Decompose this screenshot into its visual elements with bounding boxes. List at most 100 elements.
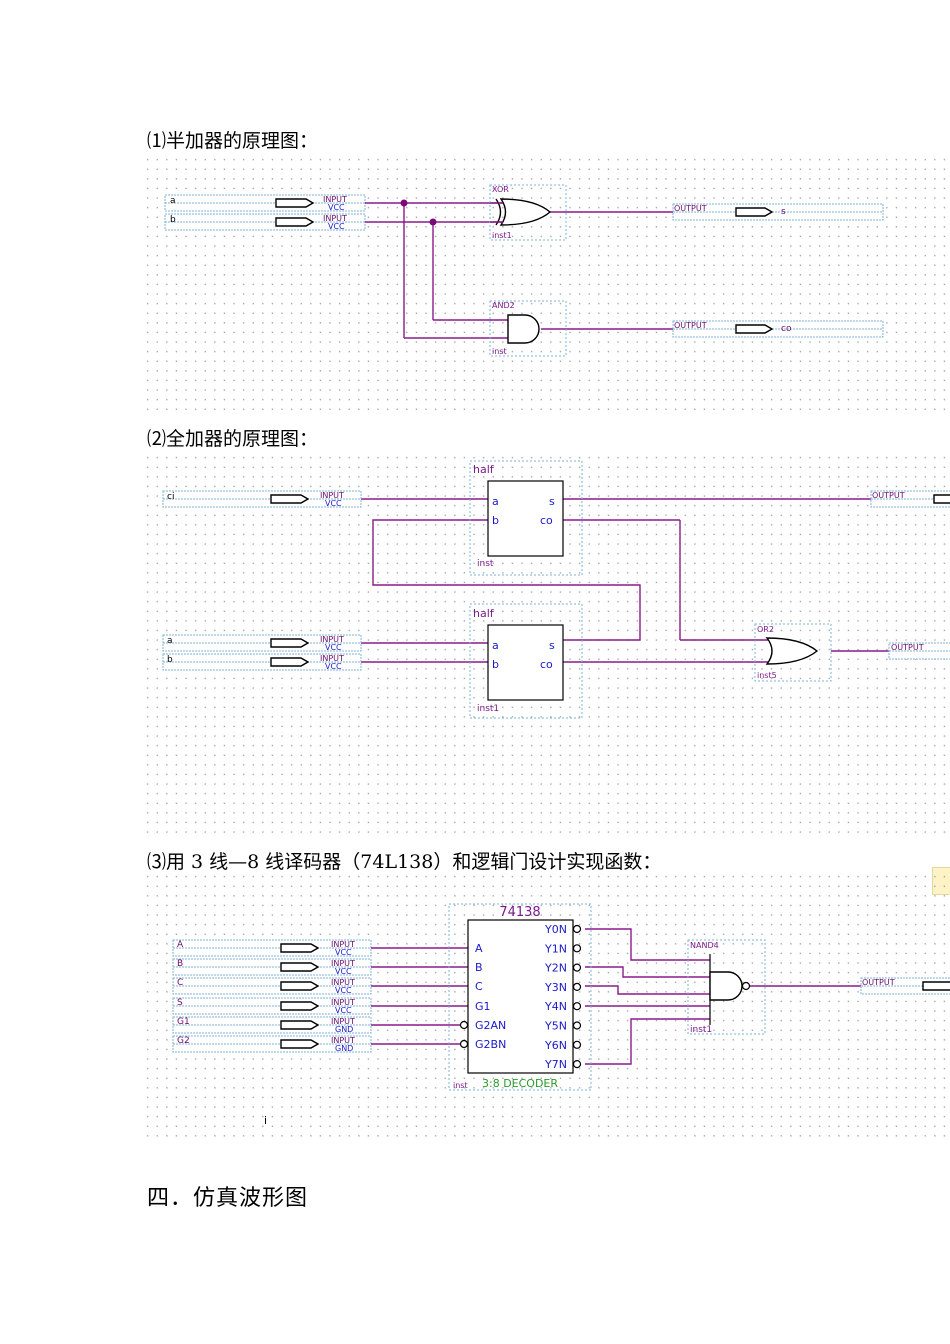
or-gate-type: OR2: [757, 625, 774, 634]
output-s-full-tag: OUTPUT: [872, 491, 905, 500]
half-bottom-pin-s: s: [549, 639, 555, 652]
decoder-pin-y6n: Y6N: [544, 1039, 567, 1052]
input-ci-vcc: VCC: [325, 499, 342, 508]
input-a-name: A: [177, 940, 184, 950]
nand-gate-inst: inst1: [690, 1025, 712, 1035]
input-a-tag: INPUT: [331, 940, 355, 949]
xor-gate[interactable]: XOR inst1: [489, 184, 567, 241]
heading-decoder-function: ⑶用 3 线—8 线译码器（74L138）和逻辑门设计实现函数：: [147, 851, 662, 873]
output-co-full-tag: OUTPUT: [891, 643, 924, 652]
input-b-full-tag: INPUT: [320, 654, 344, 663]
nand4-gate[interactable]: NAND4 inst1: [687, 939, 766, 1035]
xor-gate-type: XOR: [492, 185, 509, 194]
inversion-bubble: [459, 1020, 469, 1030]
decoder-pin-y2n: Y2N: [544, 962, 567, 975]
input-pin-a[interactable]: a INPUT VCC: [164, 194, 366, 212]
output-pin-function[interactable]: OUTPUT: [860, 977, 950, 995]
output-pin-s-full[interactable]: OUTPUT: [870, 490, 950, 508]
input-s-tag: INPUT: [331, 998, 355, 1007]
input-b-supply: VCC: [335, 967, 352, 976]
inversion-bubble: [572, 982, 582, 992]
heading-simulation-waveform: 四．仿真波形图: [147, 1186, 309, 1211]
half-block-bottom-title: half: [473, 607, 495, 620]
input-a-supply: VCC: [335, 948, 352, 957]
decoder-pin-y0n: Y0N: [544, 923, 567, 936]
decoder-pin-a: A: [475, 942, 483, 955]
full-adder-schematic: ci INPUT VCC a INPUT VCC b INPUT VCC hal…: [143, 453, 950, 835]
decoder-pin-y4n: Y4N: [544, 1000, 567, 1013]
output-pin-co[interactable]: OUTPUT co: [672, 320, 884, 338]
decoder-pin-c: C: [475, 980, 483, 993]
input-g2-tag: INPUT: [331, 1036, 355, 1045]
half-adder-block-inst[interactable]: half a b s co inst: [469, 460, 583, 576]
decoder-pin-y3n: Y3N: [544, 981, 567, 994]
input-g2-name: G2: [177, 1036, 190, 1046]
junction-a: [400, 199, 408, 207]
input-ci-name: ci: [167, 492, 174, 502]
input-a-full-vcc: VCC: [325, 643, 342, 652]
decoder-title: 74138: [499, 905, 540, 920]
output-s-tag: OUTPUT: [674, 204, 707, 213]
input-pin-a-full[interactable]: a INPUT VCC: [162, 634, 362, 652]
input-g2-supply: GND: [335, 1044, 353, 1053]
and-gate-inst: inst: [492, 347, 507, 356]
half-bottom-pin-b: b: [492, 658, 499, 671]
input-pin-b-full[interactable]: b INPUT VCC: [162, 653, 362, 671]
half-top-pin-co: co: [540, 514, 553, 527]
inversion-bubble: [572, 1040, 582, 1049]
input-pin-b[interactable]: b INPUT VCC: [164, 213, 366, 231]
half-top-pin-a: a: [492, 495, 499, 508]
junction-b: [429, 218, 437, 226]
input-s-supply: VCC: [335, 1006, 352, 1015]
decoder-pin-g1: G1: [475, 1000, 491, 1013]
inversion-bubble: [572, 924, 582, 934]
heading-half-adder: ⑴半加器的原理图：: [147, 130, 319, 152]
decoder-pin-y7n: Y7N: [544, 1058, 567, 1071]
decoder-pin-y5n: Y5N: [544, 1020, 567, 1033]
decoder-inst: inst: [453, 1081, 468, 1090]
input-b-name: b: [170, 215, 176, 225]
xor-gate-inst: inst1: [492, 231, 512, 240]
or-gate-inst: inst5: [757, 671, 777, 680]
inversion-bubble: [572, 1060, 582, 1069]
inversion-bubble: [459, 1039, 469, 1049]
half-adder-schematic: a INPUT VCC b INPUT VCC XOR inst1: [143, 155, 950, 410]
input-b-name: B: [177, 959, 183, 969]
decoder-pin-g2an: G2AN: [475, 1019, 506, 1032]
input-g1-name: G1: [177, 1017, 190, 1027]
heading-full-adder: ⑵全加器的原理图：: [147, 428, 319, 450]
output-s-name: s: [781, 207, 786, 217]
half-block-top-title: half: [473, 463, 495, 476]
input-pin-ci[interactable]: ci INPUT VCC: [162, 490, 362, 508]
input-g1-tag: INPUT: [331, 1017, 355, 1026]
decoder-pin-y1n: Y1N: [544, 942, 567, 955]
input-a-full-name: a: [167, 636, 173, 646]
input-ci-tag: INPUT: [320, 491, 344, 500]
inversion-bubble: [572, 963, 582, 972]
output-pin-co-full[interactable]: OUTPUT: [888, 642, 950, 660]
or-gate[interactable]: OR2 inst5: [754, 623, 832, 682]
input-b-vcc: VCC: [328, 222, 345, 231]
decoder-pin-g2bn: G2BN: [475, 1038, 506, 1051]
half-bottom-pin-a: a: [492, 639, 499, 652]
half-bottom-inst: inst1: [477, 704, 499, 714]
input-a-vcc: VCC: [328, 203, 345, 212]
output-pin-s[interactable]: OUTPUT s: [672, 203, 884, 221]
decoder-subtitle: 3:8 DECODER: [482, 1077, 558, 1090]
input-b-full-name: b: [167, 655, 173, 665]
output-function-tag: OUTPUT: [862, 978, 895, 987]
inversion-bubble: [572, 1021, 582, 1030]
input-c-name: C: [177, 978, 183, 988]
and-gate[interactable]: AND2 inst: [489, 300, 567, 357]
half-adder-block-inst1[interactable]: half a b s co inst1: [469, 603, 583, 719]
input-b-tag: INPUT: [323, 214, 347, 223]
half-top-inst: inst: [477, 559, 494, 569]
